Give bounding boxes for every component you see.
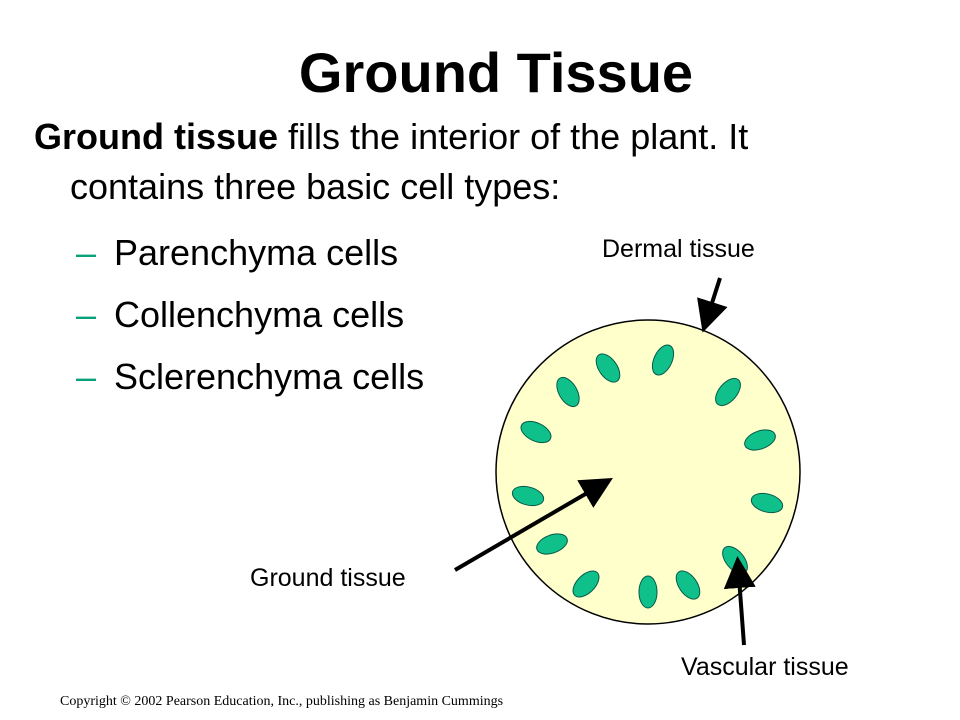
vascular-tissue-arrow [723,556,756,646]
vascular-bundle [750,492,784,514]
slide-title: Ground Tissue [298,41,694,104]
list-item: –Sclerenchyma cells [76,346,424,408]
vascular-bundle [520,420,552,444]
cell-type-list: –Parenchyma cells –Collenchyma cells –Sc… [76,222,424,408]
bullet-dash: – [76,294,97,335]
vascular-bundle [595,353,621,383]
bullet-dash: – [76,356,97,397]
intro-line-2: contains three basic cell types: [70,166,561,207]
list-item: –Collenchyma cells [76,284,424,346]
vascular-bundle [511,485,545,507]
vascular-bundle [556,376,580,408]
vascular-bundle [638,575,658,609]
bullet-text: Sclerenchyma cells [114,356,425,397]
bullet-text: Collenchyma cells [114,294,405,335]
vascular-bundle [744,429,776,451]
ground-tissue-arrow [453,477,613,572]
vascular-bundle [572,570,600,598]
vascular-bundle [536,533,568,555]
ground-tissue-label: Ground tissue [250,564,406,592]
vascular-tissue-label: Vascular tissue [681,653,849,681]
dermal-tissue-arrow [697,277,728,333]
bullet-text: Parenchyma cells [114,232,399,273]
vascular-bundle [651,344,675,376]
intro-term: Ground tissue [34,116,279,157]
intro-rest: fills the interior of the plant. It [278,116,749,157]
vascular-bundle [715,377,741,407]
intro-text: Ground tissue fills the interior of the … [34,112,914,212]
vascular-bundles [511,344,784,609]
copyright-notice: Copyright © 2002 Pearson Education, Inc.… [60,694,504,709]
vascular-bundle [675,570,701,600]
bullet-dash: – [76,232,97,273]
dermal-tissue-label: Dermal tissue [602,235,755,263]
list-item: –Parenchyma cells [76,222,424,284]
